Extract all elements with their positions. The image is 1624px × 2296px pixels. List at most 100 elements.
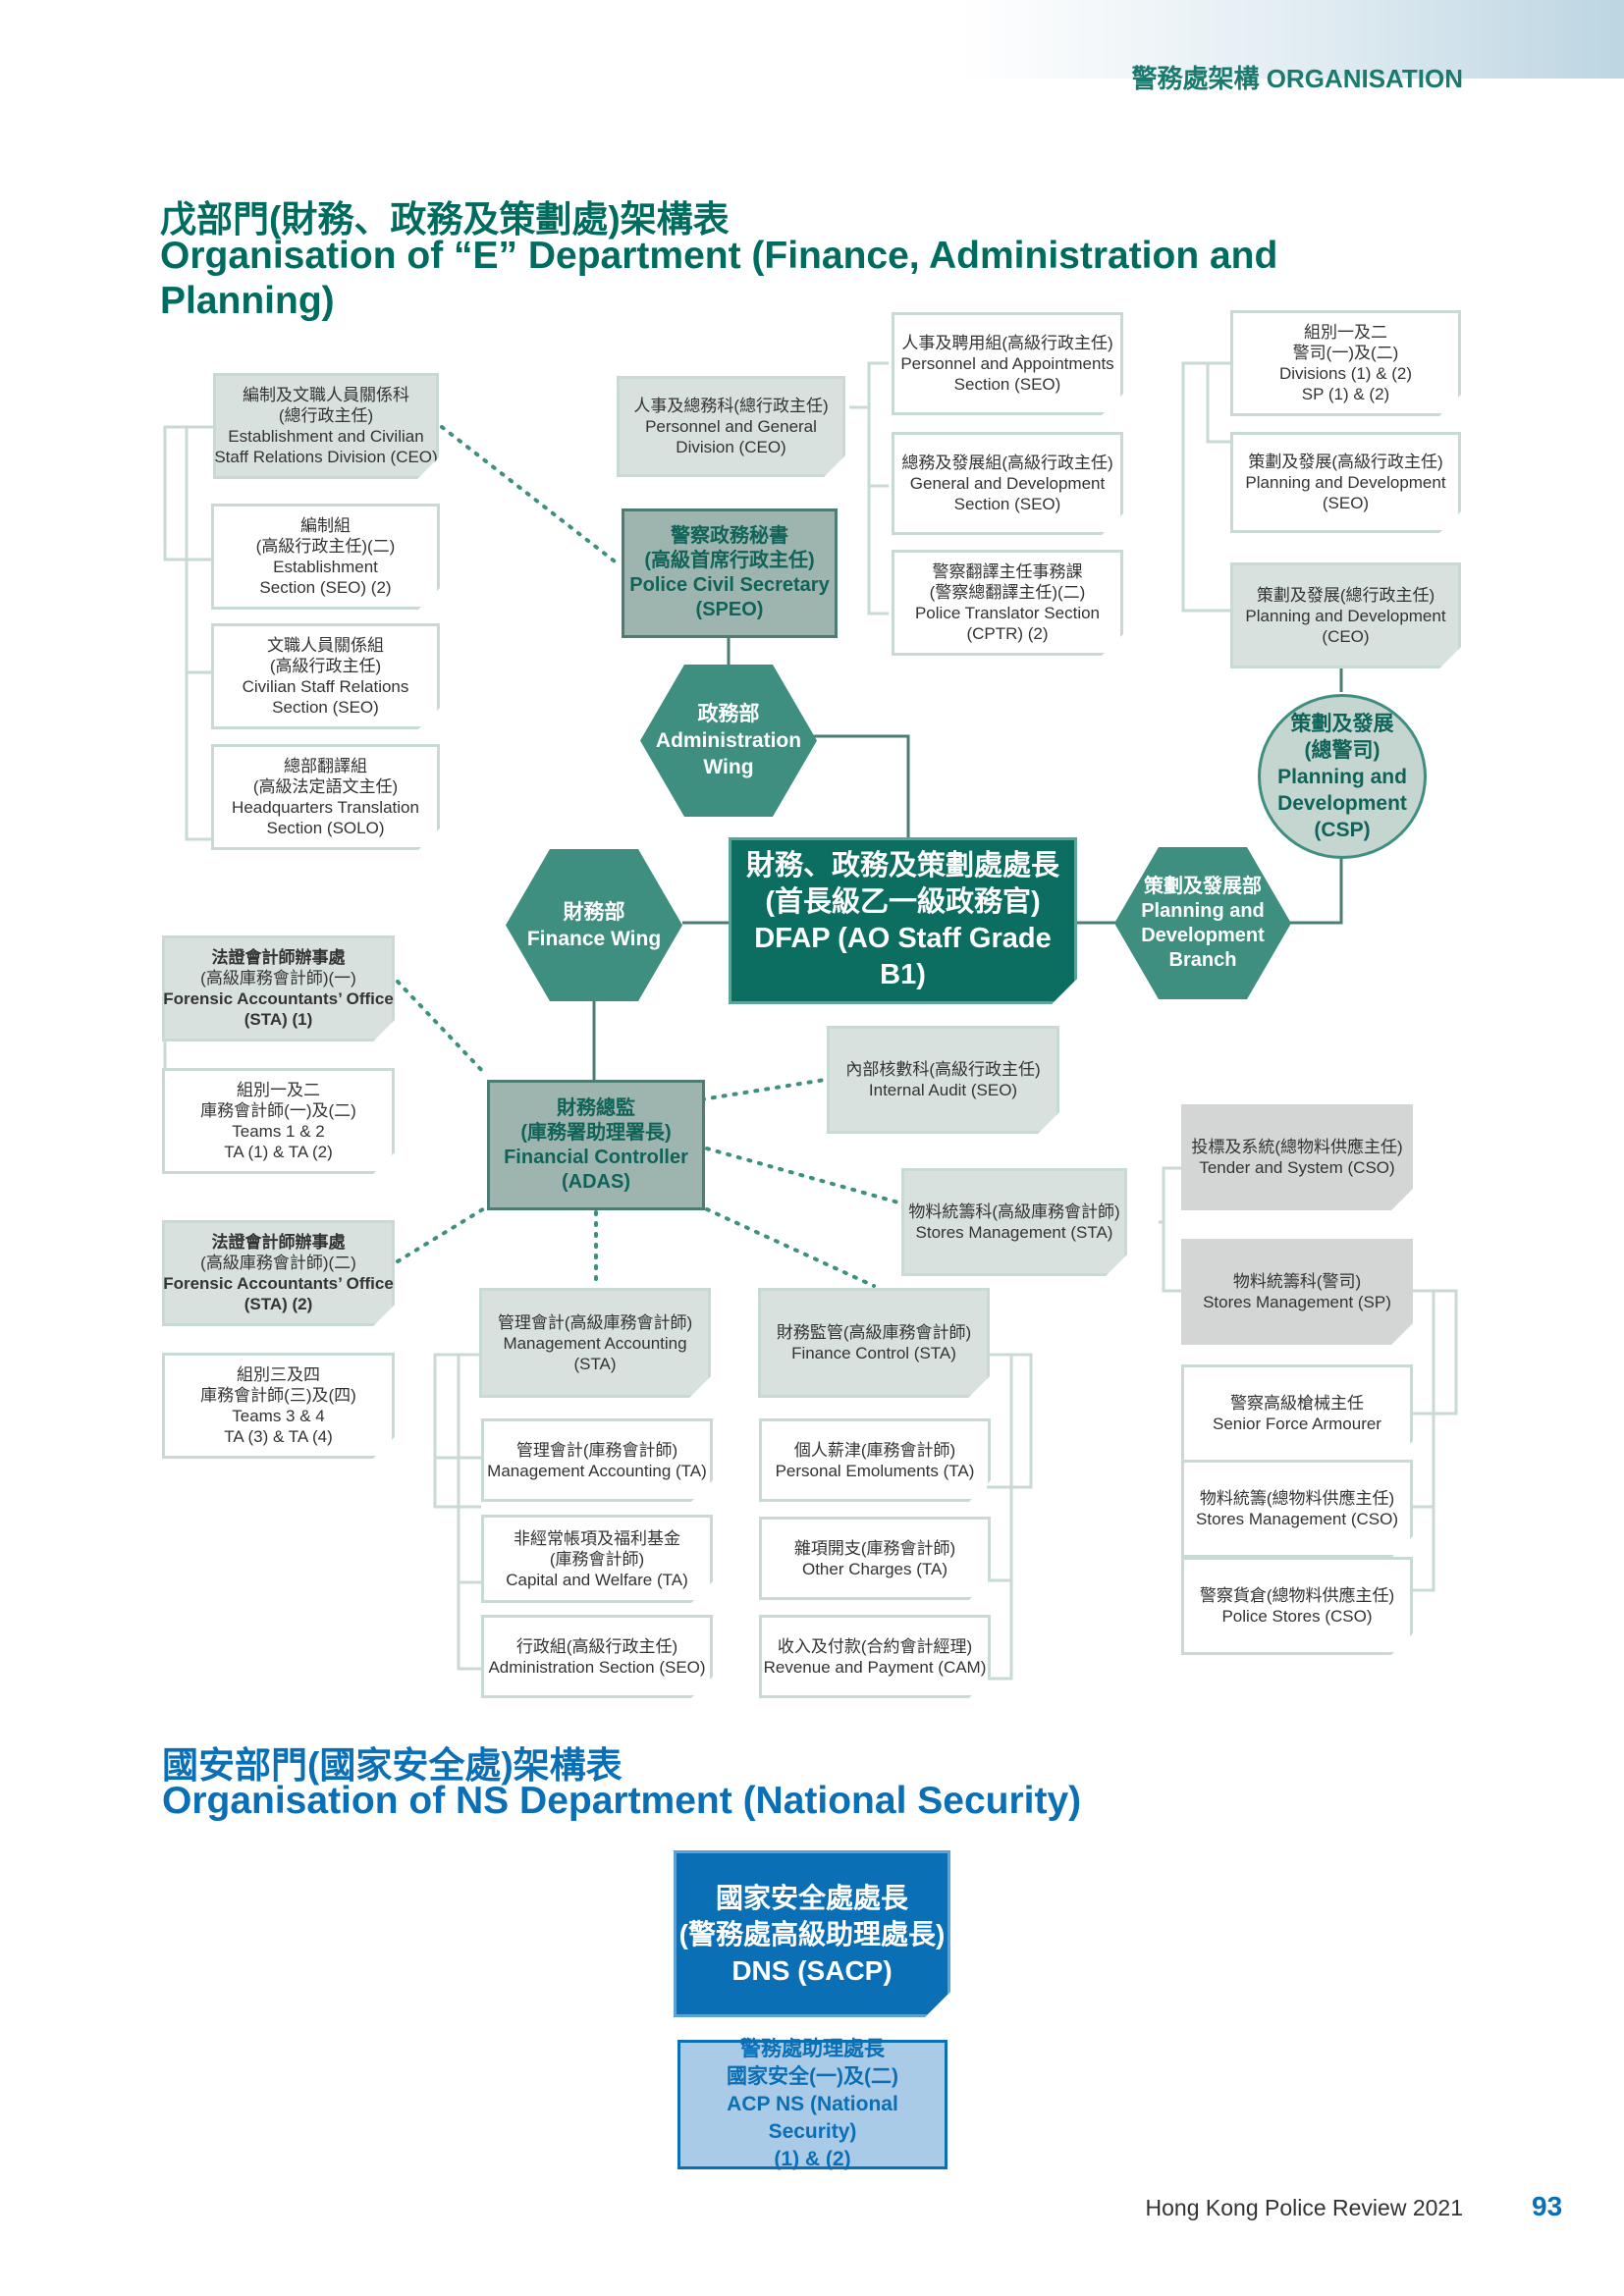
speo-zh1: 警察政務秘書 — [671, 525, 788, 547]
speo-box: 警察政務秘書 (高級首席行政主任) Police Civil Secretary… — [622, 508, 838, 638]
csp-en2: Development — [1277, 791, 1407, 815]
forensic-office-2-en1: Forensic Accountants’ Office — [163, 1274, 394, 1293]
teams-3-4-box: 組別三及四 庫務會計師(三)及(四) Teams 3 & 4 TA (3) & … — [162, 1353, 395, 1459]
establishment-division-box: 編制及文職人員關係科 (總行政主任) Establishment and Civ… — [213, 373, 439, 479]
speo-en1: Police Civil Secretary — [629, 574, 830, 596]
planning-branch-zh: 策劃及發展部 — [1144, 875, 1262, 897]
police-stores-en: Police Stores (CSO) — [1221, 1607, 1373, 1626]
divisions-1-2-en2: SP (1) & (2) — [1301, 385, 1390, 403]
establishment-section-zh1: 編制組 — [300, 516, 351, 535]
e-dept-title-en-line2: Planning) — [160, 280, 335, 322]
management-accounting-ta-box: 管理會計(庫務會計師) Management Accounting (TA) — [481, 1418, 713, 1502]
divisions-1-2-box: 組別一及二 警司(一)及(二) Divisions (1) & (2) SP (… — [1230, 310, 1461, 416]
header-decoration — [962, 0, 1624, 79]
other-charges-box: 雜項開支(庫務會計師) Other Charges (TA) — [759, 1517, 991, 1600]
management-accounting-sta-en1: Management Accounting — [503, 1333, 687, 1353]
planning-development-ceo-box: 策劃及發展(總行政主任) Planning and Development (C… — [1230, 562, 1461, 668]
page-number: 93 — [1532, 2191, 1563, 2221]
dfap-box: 財務、政務及策劃處處長 (首長級乙一級政務官) DFAP (AO Staff G… — [729, 837, 1077, 1004]
dfap-en: DFAP (AO Staff Grade B1) — [754, 923, 1052, 990]
stores-management-sp-zh: 物料統籌科(警司) — [1232, 1272, 1362, 1291]
finance-wing-zh: 財務部 — [563, 900, 625, 924]
csp-zh2: (總警司) — [1304, 738, 1380, 762]
management-accounting-sta-en2: (STA) — [573, 1354, 617, 1373]
translator-section-en1: Police Translator Section — [914, 604, 1101, 622]
translator-section-en2: (CPTR) (2) — [966, 624, 1049, 643]
establishment-section-en1: Establishment — [273, 558, 378, 576]
civilian-staff-section-en1: Civilian Staff Relations — [242, 677, 409, 696]
divisions-1-2-zh2: 警司(一)及(二) — [1292, 344, 1399, 362]
adas-en1: Financial Controller — [504, 1146, 688, 1168]
administration-wing-zh: 政務部 — [697, 703, 760, 725]
hq-translation-zh1: 總部翻譯組 — [284, 757, 367, 775]
establishment-division-en1: Establishment and Civilian — [228, 427, 424, 446]
other-charges-en: Other Charges (TA) — [801, 1559, 947, 1578]
csp-en1: Planning and — [1277, 765, 1407, 788]
hq-translation-box: 總部翻譯組 (高級法定語文主任) Headquarters Translatio… — [211, 744, 440, 850]
internal-audit-en: Internal Audit (SEO) — [868, 1081, 1018, 1099]
dfap-zh1: 財務、政務及策劃處處長 — [745, 850, 1059, 881]
capital-welfare-zh1: 非經常帳項及福利基金 — [514, 1528, 680, 1548]
stores-management-cso-box: 物料統籌(總物料供應主任) Stores Management (CSO) — [1181, 1460, 1413, 1558]
tender-system-en: Tender and System (CSO) — [1199, 1158, 1395, 1177]
stores-management-sta-box: 物料統籌科(高級庫務會計師) Stores Management (STA) — [901, 1168, 1127, 1276]
planning-development-ceo-zh: 策劃及發展(總行政主任) — [1256, 585, 1435, 605]
planning-development-ceo-en1: Planning and Development — [1245, 606, 1446, 625]
personnel-division-en1: Personnel and General — [645, 417, 817, 436]
teams-1-2-zh2: 庫務會計師(一)及(二) — [200, 1101, 356, 1120]
general-development-section-en2: Section (SEO) — [953, 495, 1061, 513]
forensic-office-1-box: 法證會計師辦事處 (高級庫務會計師)(一) Forensic Accountan… — [162, 935, 395, 1041]
acp-ns-en2: (1) & (2) — [774, 2148, 851, 2170]
stores-management-cso-zh: 物料統籌(總物料供應主任) — [1199, 1489, 1395, 1508]
planning-branch-en2: Development — [1141, 924, 1265, 946]
footer-publication: Hong Kong Police Review 2021 — [1145, 2195, 1463, 2220]
general-development-section-zh: 總務及發展組(高級行政主任) — [901, 454, 1113, 472]
administration-wing-en2: Wing — [703, 756, 754, 778]
other-charges-zh: 雜項開支(庫務會計師) — [793, 1538, 956, 1558]
acp-ns-en1: ACP NS (National Security) — [727, 2093, 898, 2143]
personnel-division-zh: 人事及總務科(總行政主任) — [633, 397, 829, 415]
teams-1-2-zh1: 組別一及二 — [237, 1081, 320, 1099]
adas-box: 財務總監 (庫務署助理署長) Financial Controller (ADA… — [487, 1080, 705, 1210]
teams-3-4-zh1: 組別三及四 — [237, 1365, 320, 1384]
teams-1-2-en2: TA (1) & TA (2) — [224, 1143, 333, 1161]
personnel-section-en1: Personnel and Appointments — [900, 354, 1114, 373]
acp-ns-zh2: 國家安全(一)及(二) — [727, 2065, 898, 2088]
acp-ns-box: 警務處助理處長 國家安全(一)及(二) ACP NS (National Sec… — [677, 2038, 947, 2170]
dfap-zh2: (首長級乙一級政務官) — [765, 886, 1041, 918]
planning-development-seo-zh: 策劃及發展(高級行政主任) — [1248, 453, 1443, 471]
establishment-section-zh2: (高級行政主任)(二) — [255, 537, 396, 556]
forensic-office-2-en2: (STA) (2) — [244, 1295, 313, 1313]
divisions-1-2-en1: Divisions (1) & (2) — [1278, 364, 1413, 383]
establishment-section-box: 編制組 (高級行政主任)(二) Establishment Section (S… — [211, 504, 440, 610]
personnel-section-en2: Section (SEO) — [953, 375, 1061, 394]
personnel-section-box: 人事及聘用組(高級行政主任) Personnel and Appointment… — [892, 312, 1123, 415]
e-dept-title-en-line1: Organisation of “E” Department (Finance,… — [160, 235, 1278, 277]
adas-zh1: 財務總監 — [557, 1096, 635, 1119]
management-accounting-sta-box: 管理會計(高級庫務會計師) Management Accounting (STA… — [479, 1288, 711, 1398]
stores-management-cso-en: Stores Management (CSO) — [1196, 1510, 1398, 1528]
translator-section-zh1: 警察翻譯主任事務課 — [932, 562, 1083, 581]
management-accounting-sta-zh: 管理會計(高級庫務會計師) — [497, 1312, 693, 1332]
teams-1-2-en1: Teams 1 & 2 — [232, 1122, 325, 1141]
hq-translation-zh2: (高級法定語文主任) — [252, 777, 399, 796]
establishment-section-en2: Section (SEO) (2) — [259, 578, 392, 597]
armourer-en: Senior Force Armourer — [1213, 1415, 1381, 1433]
police-stores-box: 警察貨倉(總物料供應主任) Police Stores (CSO) — [1181, 1557, 1413, 1655]
speo-zh2: (高級首席行政主任) — [644, 550, 815, 571]
teams-3-4-en1: Teams 3 & 4 — [232, 1407, 325, 1425]
planning-development-ceo-en2: (CEO) — [1322, 626, 1370, 646]
establishment-division-zh1: 編制及文職人員關係科 — [243, 386, 409, 404]
forensic-office-1-zh2: (高級庫務會計師)(一) — [200, 969, 356, 988]
civilian-staff-section-zh1: 文職人員關係組 — [267, 636, 384, 655]
civilian-staff-section-en2: Section (SEO) — [272, 698, 379, 717]
csp-zh1: 策劃及發展 — [1290, 712, 1394, 735]
adas-en2: (ADAS) — [562, 1170, 630, 1193]
capital-welfare-box: 非經常帳項及福利基金 (庫務會計師) Capital and Welfare (… — [481, 1515, 713, 1603]
ns-dept-title-zh: 國安部門(國家安全處)架構表 — [162, 1745, 623, 1786]
acp-ns-zh1: 警務處助理處長 — [740, 2038, 885, 2060]
capital-welfare-en: Capital and Welfare (TA) — [506, 1570, 688, 1589]
finance-control-sta-box: 財務監管(高級庫務會計師) Finance Control (STA) — [758, 1288, 990, 1398]
personnel-section-zh: 人事及聘用組(高級行政主任) — [901, 334, 1113, 352]
forensic-office-1-en2: (STA) (1) — [244, 1010, 313, 1029]
